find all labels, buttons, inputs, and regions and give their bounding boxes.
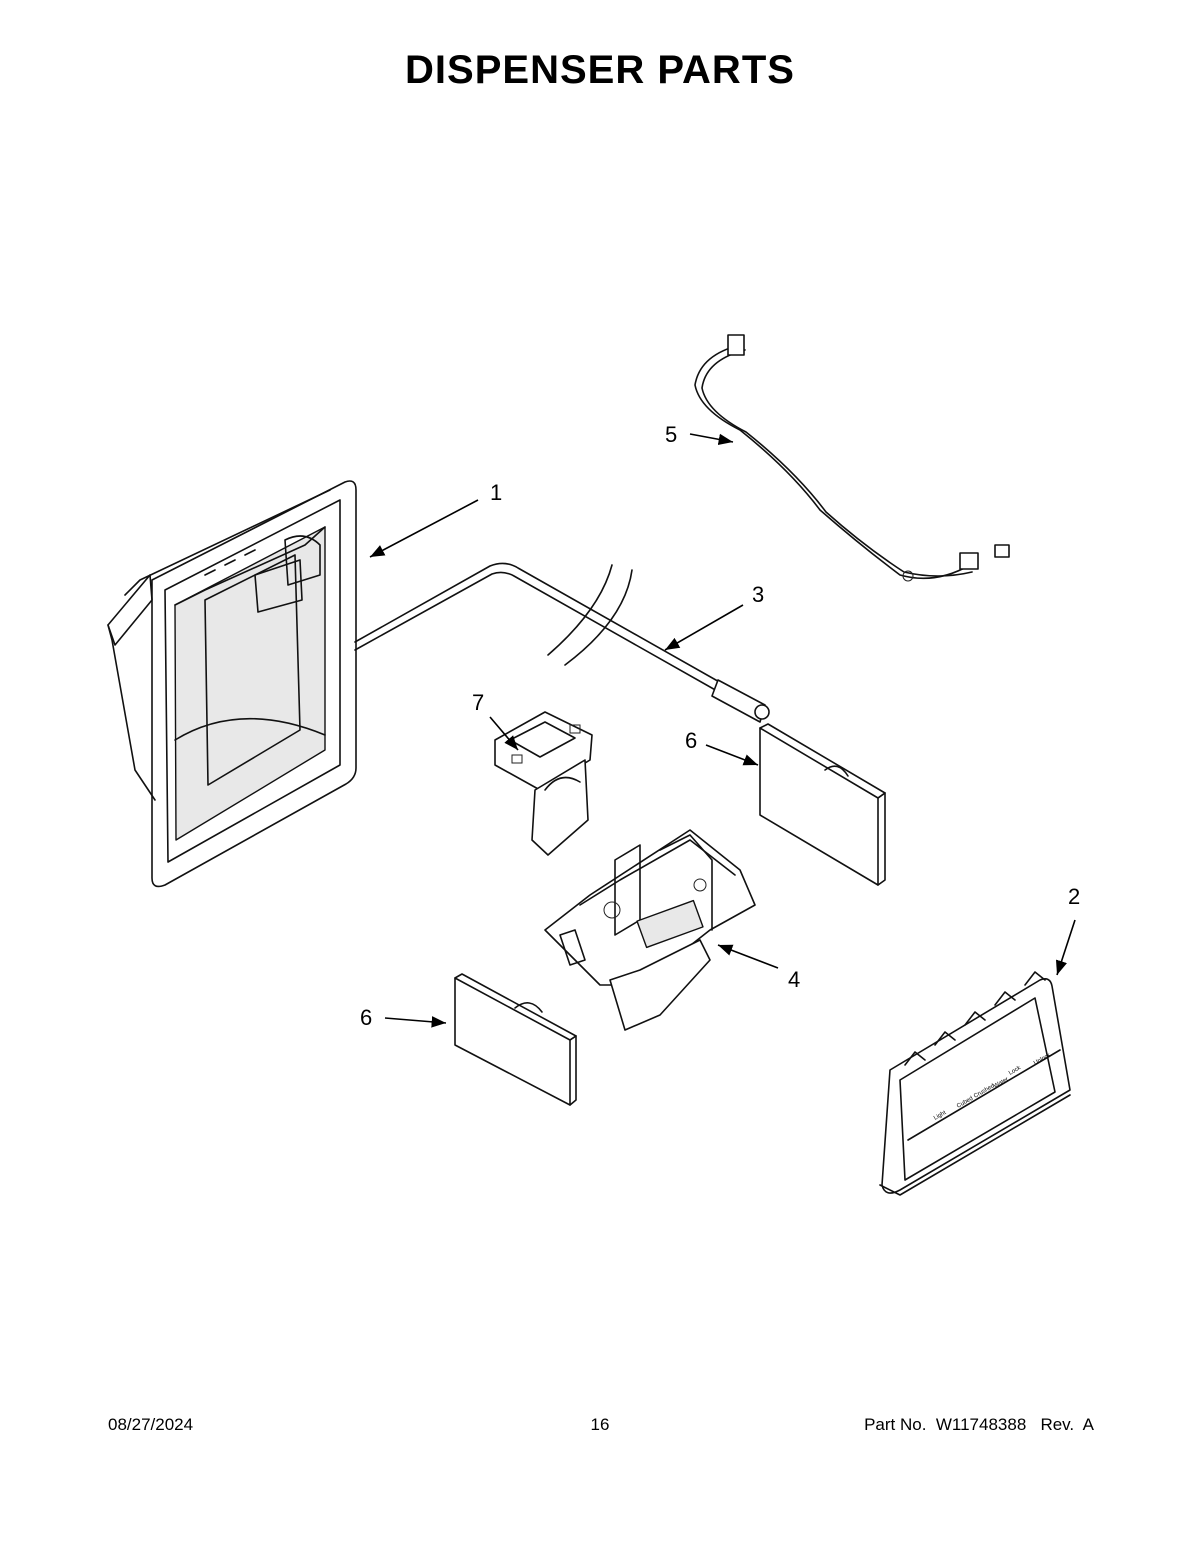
part-5-wire-harness[interactable]: [694, 334, 1010, 582]
callout-3: 3: [752, 582, 764, 607]
part-6-cover-upper[interactable]: [759, 723, 886, 886]
part-7-actuator[interactable]: [494, 711, 593, 856]
callout-5: 5: [665, 422, 677, 447]
callout-arrow-3: [664, 604, 744, 651]
callout-7: 7: [472, 690, 484, 715]
callout-6a: 6: [685, 728, 697, 753]
callout-6b: 6: [360, 1005, 372, 1030]
panel-label-light: Light: [933, 1110, 948, 1122]
part-6-cover-lower[interactable]: [454, 973, 577, 1106]
part-1-dispenser-housing[interactable]: [107, 480, 357, 888]
callout-arrow-1: [369, 499, 479, 558]
callout-arrow-5: [689, 433, 734, 446]
page-title: DISPENSER PARTS: [405, 48, 795, 92]
part-4-dispenser-assembly[interactable]: [544, 829, 756, 1031]
footer-part-number: Part No. W11748388 Rev. A: [864, 1415, 1094, 1434]
callout-arrow-6b: [384, 1016, 447, 1028]
callout-1: 1: [490, 480, 502, 505]
footer-page-number: 16: [590, 1415, 610, 1434]
footer-date: 08/27/2024: [108, 1415, 194, 1434]
callout-arrow-4: [717, 944, 779, 969]
callout-2: 2: [1068, 884, 1080, 909]
part-2-control-panel[interactable]: Lock Light Cubed Crushed Water Unlock: [879, 971, 1071, 1196]
callout-arrow-7: [489, 716, 519, 751]
callout-arrow-6a: [705, 744, 759, 766]
callout-arrow-2: [1056, 919, 1076, 976]
part-3-water-tube[interactable]: [354, 562, 770, 723]
callout-4: 4: [788, 967, 800, 992]
